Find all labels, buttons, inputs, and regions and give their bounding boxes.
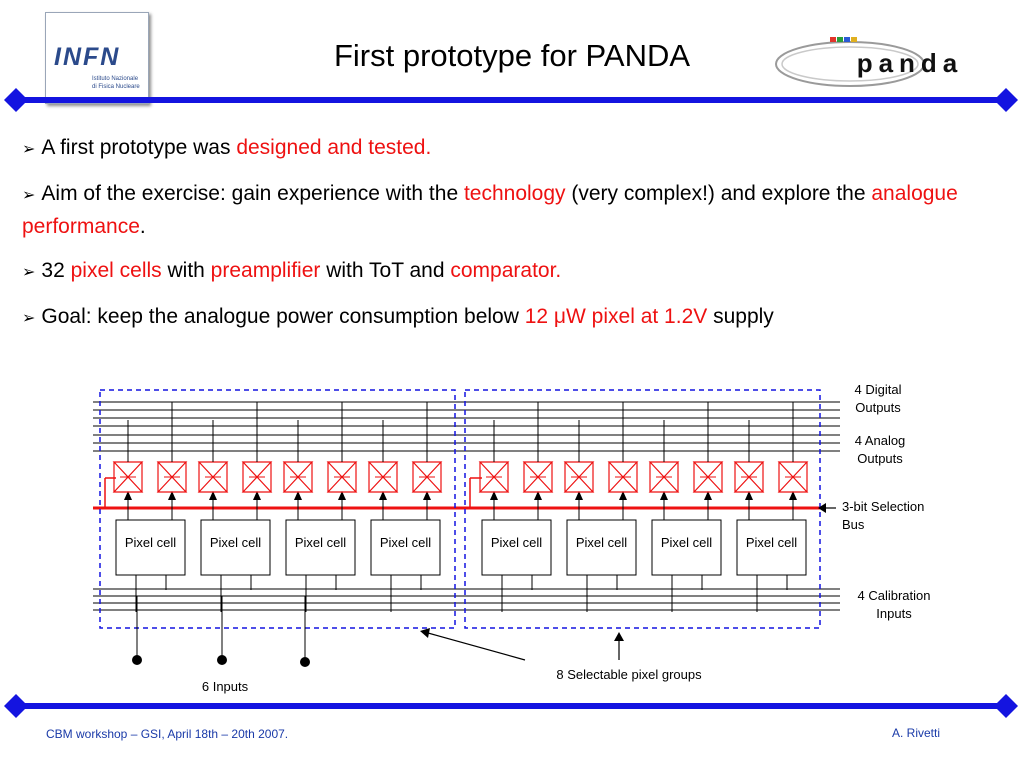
pixel-cell-box: [200, 519, 271, 576]
up-arrow-icon: [619, 491, 627, 500]
pixel-cell-box: [115, 519, 186, 576]
switches: [104, 402, 809, 508]
up-arrow-icon: [789, 491, 797, 500]
bus-lines: [93, 401, 840, 611]
pixel-cell-label: Pixel cell: [380, 535, 431, 550]
footer-event: CBM workshop – GSI, April 18th – 20th 20…: [46, 727, 289, 741]
label-calibration-inputs-1: 4 Calibration: [858, 588, 931, 603]
input-dot-icon: [217, 655, 227, 665]
pixel-group-box: [99, 389, 456, 629]
left-diamond-icon: [4, 694, 28, 718]
up-arrow-icon: [575, 491, 583, 500]
pixel-cell-label: Pixel cell: [491, 535, 542, 550]
label-digital-outputs-2: Outputs: [855, 400, 901, 415]
pixel-cell-label: Pixel cell: [661, 535, 712, 550]
bullet-arrow-icon: ➢: [22, 310, 36, 327]
up-arrow-icon: [745, 491, 753, 500]
label-calibration-inputs-2: Inputs: [876, 606, 912, 621]
pixel-cell-box: [285, 519, 356, 576]
selection-bus-arrow-icon: [818, 503, 826, 513]
pixel-cell-box: [651, 519, 722, 576]
input-dot-icon: [300, 657, 310, 667]
groups-arrow-left-icon: [420, 628, 430, 638]
pixel-cell-box: [566, 519, 637, 576]
up-arrow-icon: [704, 491, 712, 500]
panda-logo-text: panda: [857, 48, 964, 78]
bullet-arrow-icon: ➢: [22, 141, 36, 158]
label-inputs: 6 Inputs: [202, 679, 249, 694]
bullet-arrow-icon: ➢: [22, 264, 36, 281]
input-dot-icon: [132, 655, 142, 665]
label-analog-outputs-2: Outputs: [857, 451, 903, 466]
pixel-cell-box: [736, 519, 807, 576]
up-arrow-icon: [253, 491, 261, 500]
pixel-groups: [99, 389, 821, 629]
bullet-1: ➢A first prototype was designed and test…: [22, 136, 432, 159]
pixel-cell-label: Pixel cell: [576, 535, 627, 550]
left-diamond-icon: [4, 88, 28, 112]
groups-arrow-up-icon: [614, 632, 624, 641]
label-selection-bus-2: Bus: [842, 517, 865, 532]
infn-logo-text: INFN: [54, 43, 121, 71]
pixel-group-box: [464, 389, 821, 629]
up-arrow-icon: [294, 491, 302, 500]
infn-logo: INFN Istituto Nazionale di Fisica Nuclea…: [45, 12, 149, 104]
up-arrow-icon: [168, 491, 176, 500]
pixel-cell-label: Pixel cell: [210, 535, 261, 550]
slide-title: First prototype for PANDA: [333, 38, 691, 73]
top-divider: [4, 88, 1018, 112]
bullet-arrow-icon: ➢: [22, 187, 36, 204]
pixel-cell-box: [370, 519, 441, 576]
pixel-cells: Pixel cell Pixel cell Pixel cell Pixel cell…: [115, 491, 807, 612]
up-arrow-icon: [490, 491, 498, 500]
up-arrow-icon: [660, 491, 668, 500]
pixel-cell-label: Pixel cell: [295, 535, 346, 550]
bullet-4: ➢Goal: keep the analogue power consumpti…: [22, 305, 774, 328]
diagram-labels: 4 Digital Outputs 4 Analog Outputs 3-bit…: [132, 382, 931, 694]
pixel-cell-label: Pixel cell: [746, 535, 797, 550]
footer-author: A. Rivetti: [892, 726, 941, 740]
pixel-cell-label: Pixel cell: [125, 535, 176, 550]
up-arrow-icon: [338, 491, 346, 500]
bullet-2: ➢Aim of the exercise: gain experience wi…: [22, 182, 958, 238]
up-arrow-icon: [379, 491, 387, 500]
label-digital-outputs-1: 4 Digital: [855, 382, 902, 397]
bullet-3: ➢32 pixel cells with preamplifier with T…: [22, 259, 562, 282]
panda-logo: panda: [775, 37, 964, 87]
label-selectable-groups: 8 Selectable pixel groups: [556, 667, 702, 682]
up-arrow-icon: [423, 491, 431, 500]
up-arrow-icon: [209, 491, 217, 500]
label-selection-bus-1: 3-bit Selection: [842, 499, 924, 514]
label-analog-outputs-1: 4 Analog: [855, 433, 906, 448]
right-diamond-icon: [994, 88, 1018, 112]
pixel-cell-box: [481, 519, 552, 576]
bottom-divider: [4, 694, 1018, 718]
up-arrow-icon: [534, 491, 542, 500]
infn-logo-subtext: Istituto Nazionale di Fisica Nucleare: [92, 76, 140, 90]
up-arrow-icon: [124, 491, 132, 500]
right-diamond-icon: [994, 694, 1018, 718]
